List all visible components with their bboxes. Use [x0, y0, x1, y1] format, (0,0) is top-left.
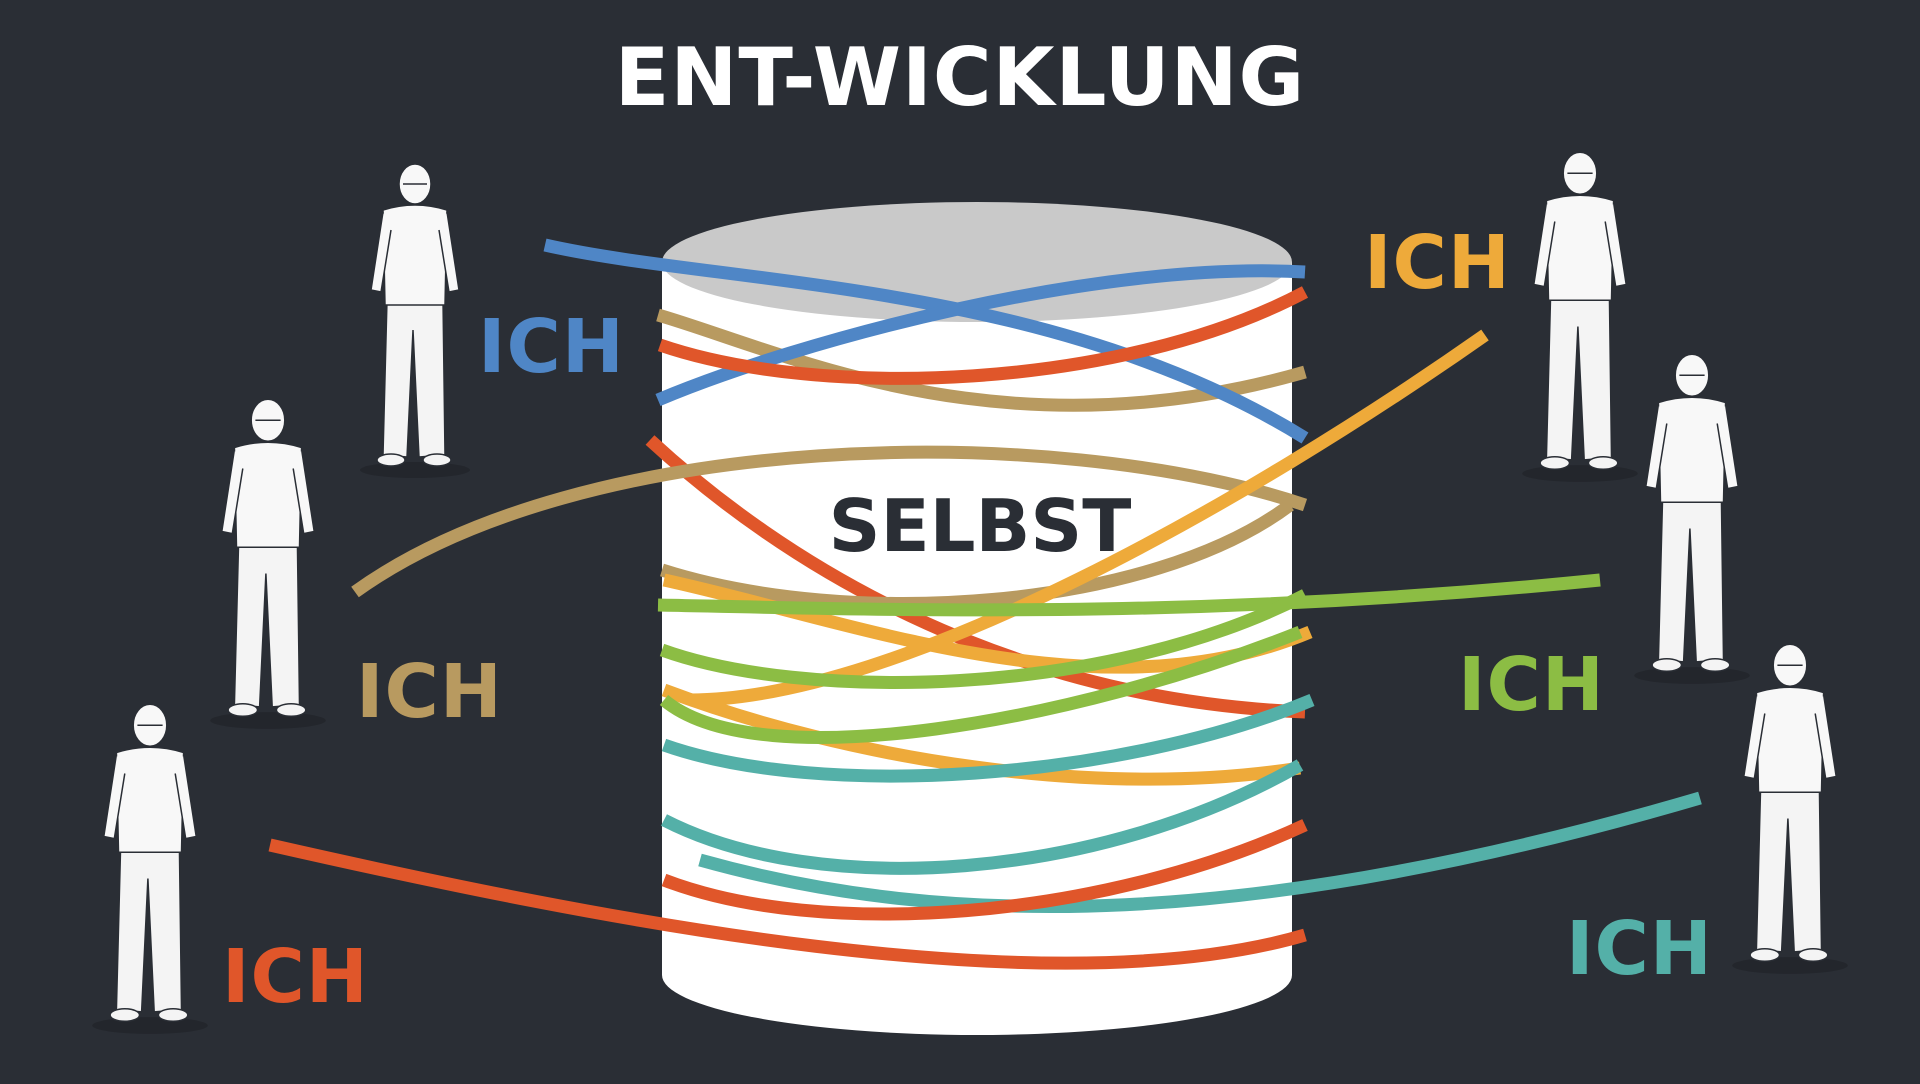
strand-blue-2 — [655, 264, 1306, 406]
ich-label-blue: ICH — [478, 304, 625, 390]
strand-green-12 — [659, 625, 1303, 744]
person-shadow — [92, 1017, 208, 1034]
person-shoe — [422, 453, 452, 467]
person-shoe — [1699, 657, 1731, 673]
ich-label-tan: ICH — [356, 649, 503, 735]
person-shoe — [376, 453, 406, 467]
person-arm — [174, 754, 198, 840]
ich-label-red: ICH — [222, 934, 369, 1020]
person-arm — [1716, 404, 1740, 490]
person-shadow — [360, 462, 470, 478]
strand-orange-9 — [689, 329, 1489, 707]
strand-tan-0 — [656, 308, 1307, 412]
strand-teal-14 — [661, 759, 1304, 875]
strand-green-10 — [657, 573, 1601, 617]
person-torso — [1657, 396, 1727, 503]
person-legs — [1545, 294, 1613, 461]
person-shoe — [1749, 947, 1781, 963]
person-arm — [220, 449, 244, 535]
person-legs — [1657, 496, 1725, 663]
person-shoe — [1651, 657, 1683, 673]
person-arm — [292, 449, 316, 535]
strand-tan-5 — [351, 445, 1308, 598]
person-shadow — [1732, 957, 1848, 974]
front-strands — [268, 238, 1702, 970]
person-shadow — [210, 712, 326, 729]
ich-label-orange: ICH — [1364, 220, 1511, 306]
strand-red-4 — [645, 435, 1306, 719]
person-torso — [115, 746, 185, 853]
person-shoe — [227, 702, 259, 718]
strand-red-3 — [657, 286, 1309, 385]
person-shoe — [1797, 947, 1829, 963]
person-explaining — [1634, 353, 1750, 684]
person-legs — [233, 541, 301, 708]
person-shadow — [1634, 667, 1750, 684]
person-shoe — [157, 1007, 189, 1023]
person-legs — [382, 299, 446, 458]
person-hands-folded — [210, 398, 326, 729]
ich-label-green: ICH — [1458, 642, 1605, 728]
person-shrugging — [1732, 643, 1848, 974]
diagram-title: ENT-WICKLUNG — [614, 31, 1306, 124]
person-writing-notes — [360, 163, 470, 478]
strand-red-16 — [661, 819, 1308, 921]
person-legs — [1755, 786, 1823, 953]
person-thumb-pointing — [1522, 151, 1638, 482]
person-arm — [1604, 202, 1628, 288]
person-arm — [1742, 694, 1766, 780]
strand-teal-15 — [698, 791, 1702, 914]
strand-teal-13 — [661, 693, 1315, 783]
strand-red-17 — [268, 838, 1307, 970]
ich-label-teal: ICH — [1566, 906, 1713, 992]
center-label-selbst: SELBST — [828, 484, 1132, 568]
person-arm — [370, 211, 392, 293]
strand-blue-1 — [543, 238, 1309, 444]
people — [92, 151, 1848, 1034]
person-arm — [102, 754, 126, 840]
person-torso — [1545, 194, 1615, 301]
strand-green-11 — [659, 589, 1308, 689]
person-shoe — [275, 702, 307, 718]
person-torso — [382, 204, 448, 306]
person-arm — [1814, 694, 1838, 780]
person-shoe — [109, 1007, 141, 1023]
person-gesturing — [92, 703, 208, 1034]
person-arm — [1644, 404, 1668, 490]
person-shadow — [1522, 465, 1638, 482]
person-arm — [1532, 202, 1556, 288]
strand-tan-6 — [660, 499, 1294, 610]
person-shoe — [1587, 455, 1619, 471]
person-legs — [115, 846, 183, 1013]
person-arm — [438, 211, 460, 293]
person-torso — [233, 441, 303, 548]
person-shoe — [1539, 455, 1571, 471]
person-torso — [1755, 686, 1825, 793]
